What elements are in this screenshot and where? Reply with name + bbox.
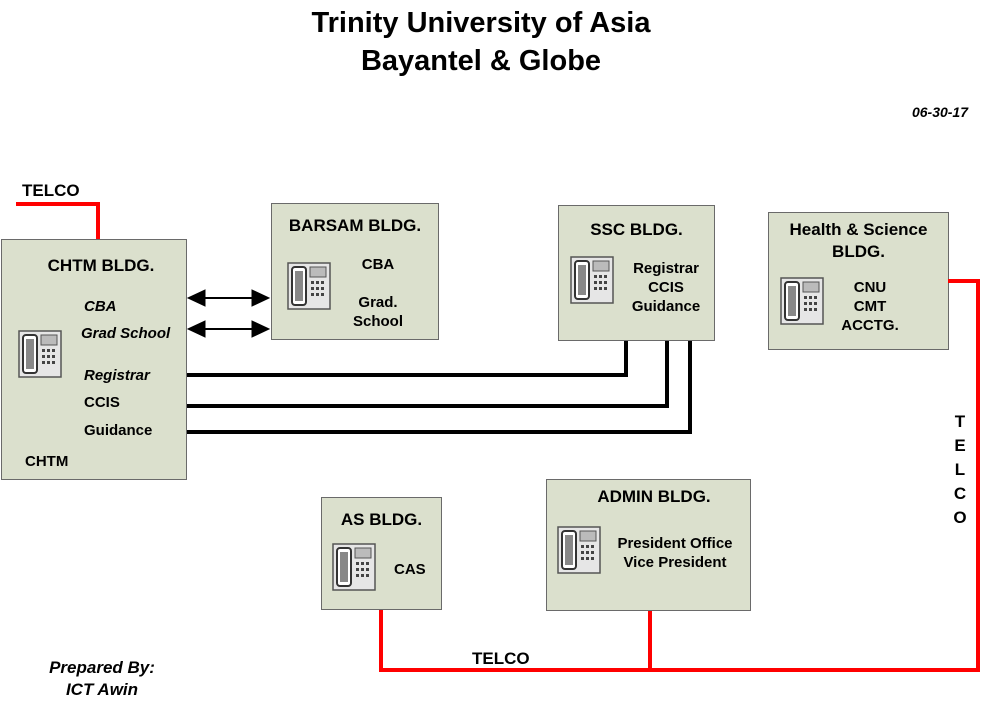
barsam-item-grad: Grad. — [358, 294, 398, 311]
date-label: 06-30-17 — [911, 104, 968, 120]
link-line-guidance — [187, 341, 692, 434]
telco-letter: C — [953, 484, 967, 503]
title-line-1: Trinity University of Asia — [311, 7, 651, 39]
chtm-building-box — [1, 239, 187, 480]
health-item-acctg: ACCTG. — [841, 317, 899, 334]
health-item-cnu: CNU — [853, 279, 887, 296]
telco-letter: E — [954, 436, 966, 455]
telephone-icon — [570, 256, 614, 304]
telephone-icon — [780, 277, 824, 325]
admin-item-president-office: President Office — [617, 535, 733, 552]
prepared-by-label: Prepared By: — [49, 658, 155, 677]
admin-item-vice-president: Vice President — [623, 554, 727, 571]
title-line-2: Bayantel & Globe — [360, 45, 602, 77]
ssc-building-name: SSC BLDG. — [590, 220, 683, 239]
health-item-cmt: CMT — [853, 298, 887, 315]
chtm-item-guidance: Guidance — [84, 422, 153, 439]
chtm-item-cba: CBA — [84, 298, 117, 315]
admin-building-name: ADMIN BLDG. — [597, 487, 711, 506]
as-building-name: AS BLDG. — [340, 510, 423, 529]
double-arrow-icon — [186, 320, 271, 338]
telephone-icon — [332, 543, 376, 591]
double-arrow-icon — [186, 289, 271, 307]
ssc-item-registrar: Registrar — [633, 260, 699, 277]
link-line-registrar — [187, 341, 628, 377]
link-line-ccis — [187, 341, 669, 408]
barsam-building-name: BARSAM BLDG. — [288, 216, 422, 235]
as-item-cas: CAS — [394, 561, 426, 578]
telco-line-top-left — [16, 202, 100, 239]
telco-label-right-vertical: T E L C O — [950, 410, 970, 530]
telco-letter: O — [953, 508, 967, 527]
telephone-icon — [557, 526, 601, 574]
barsam-item-school: School — [352, 313, 403, 330]
telco-letter: L — [954, 460, 966, 479]
chtm-item-chtm: CHTM — [25, 453, 69, 470]
chtm-item-ccis: CCIS — [84, 394, 120, 411]
chtm-item-grad-school: Grad School — [81, 325, 171, 342]
telco-label-top-left: TELCO — [22, 181, 80, 200]
telephone-icon — [287, 262, 331, 310]
chtm-building-name: CHTM BLDG. — [47, 256, 155, 275]
health-building-name-line-1: Health & Science — [789, 220, 928, 239]
telephone-icon — [18, 330, 62, 378]
telco-label-bottom: TELCO — [472, 649, 530, 668]
chtm-item-registrar: Registrar — [84, 367, 150, 384]
telco-letter: T — [954, 412, 966, 431]
telco-line-right — [379, 279, 980, 672]
ssc-item-ccis: CCIS — [648, 279, 684, 296]
health-building-name-line-2: BLDG. — [832, 242, 885, 261]
prepared-by-name: ICT Awin — [65, 680, 139, 699]
barsam-item-cba: CBA — [361, 256, 395, 273]
ssc-item-guidance: Guidance — [631, 298, 701, 315]
